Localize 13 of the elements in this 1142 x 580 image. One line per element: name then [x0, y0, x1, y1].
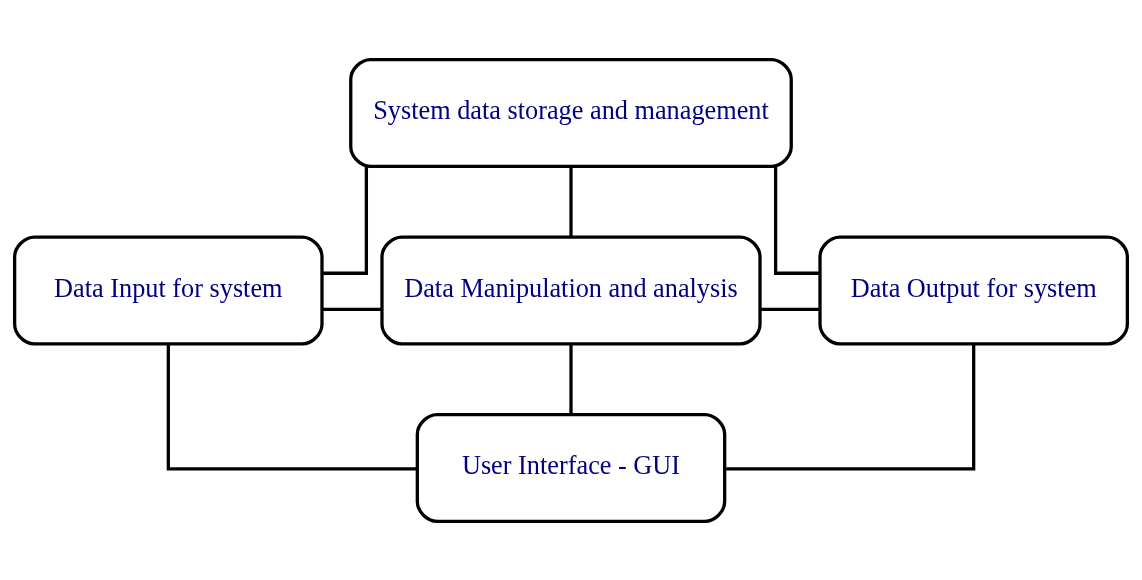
node-box: Data Input for system [13, 234, 324, 346]
connector [774, 166, 820, 275]
connector [724, 343, 976, 470]
node-box: Data Output for system [818, 234, 1129, 346]
connector [322, 166, 368, 275]
connector [322, 307, 382, 311]
connector [569, 343, 573, 414]
node-box: User Interface - GUI [415, 412, 727, 523]
node-box: Data Manipulation and analysis [380, 234, 762, 346]
connector [569, 166, 573, 237]
connector [166, 343, 418, 470]
connector [760, 307, 820, 311]
node-box: System data storage and management [349, 57, 793, 168]
